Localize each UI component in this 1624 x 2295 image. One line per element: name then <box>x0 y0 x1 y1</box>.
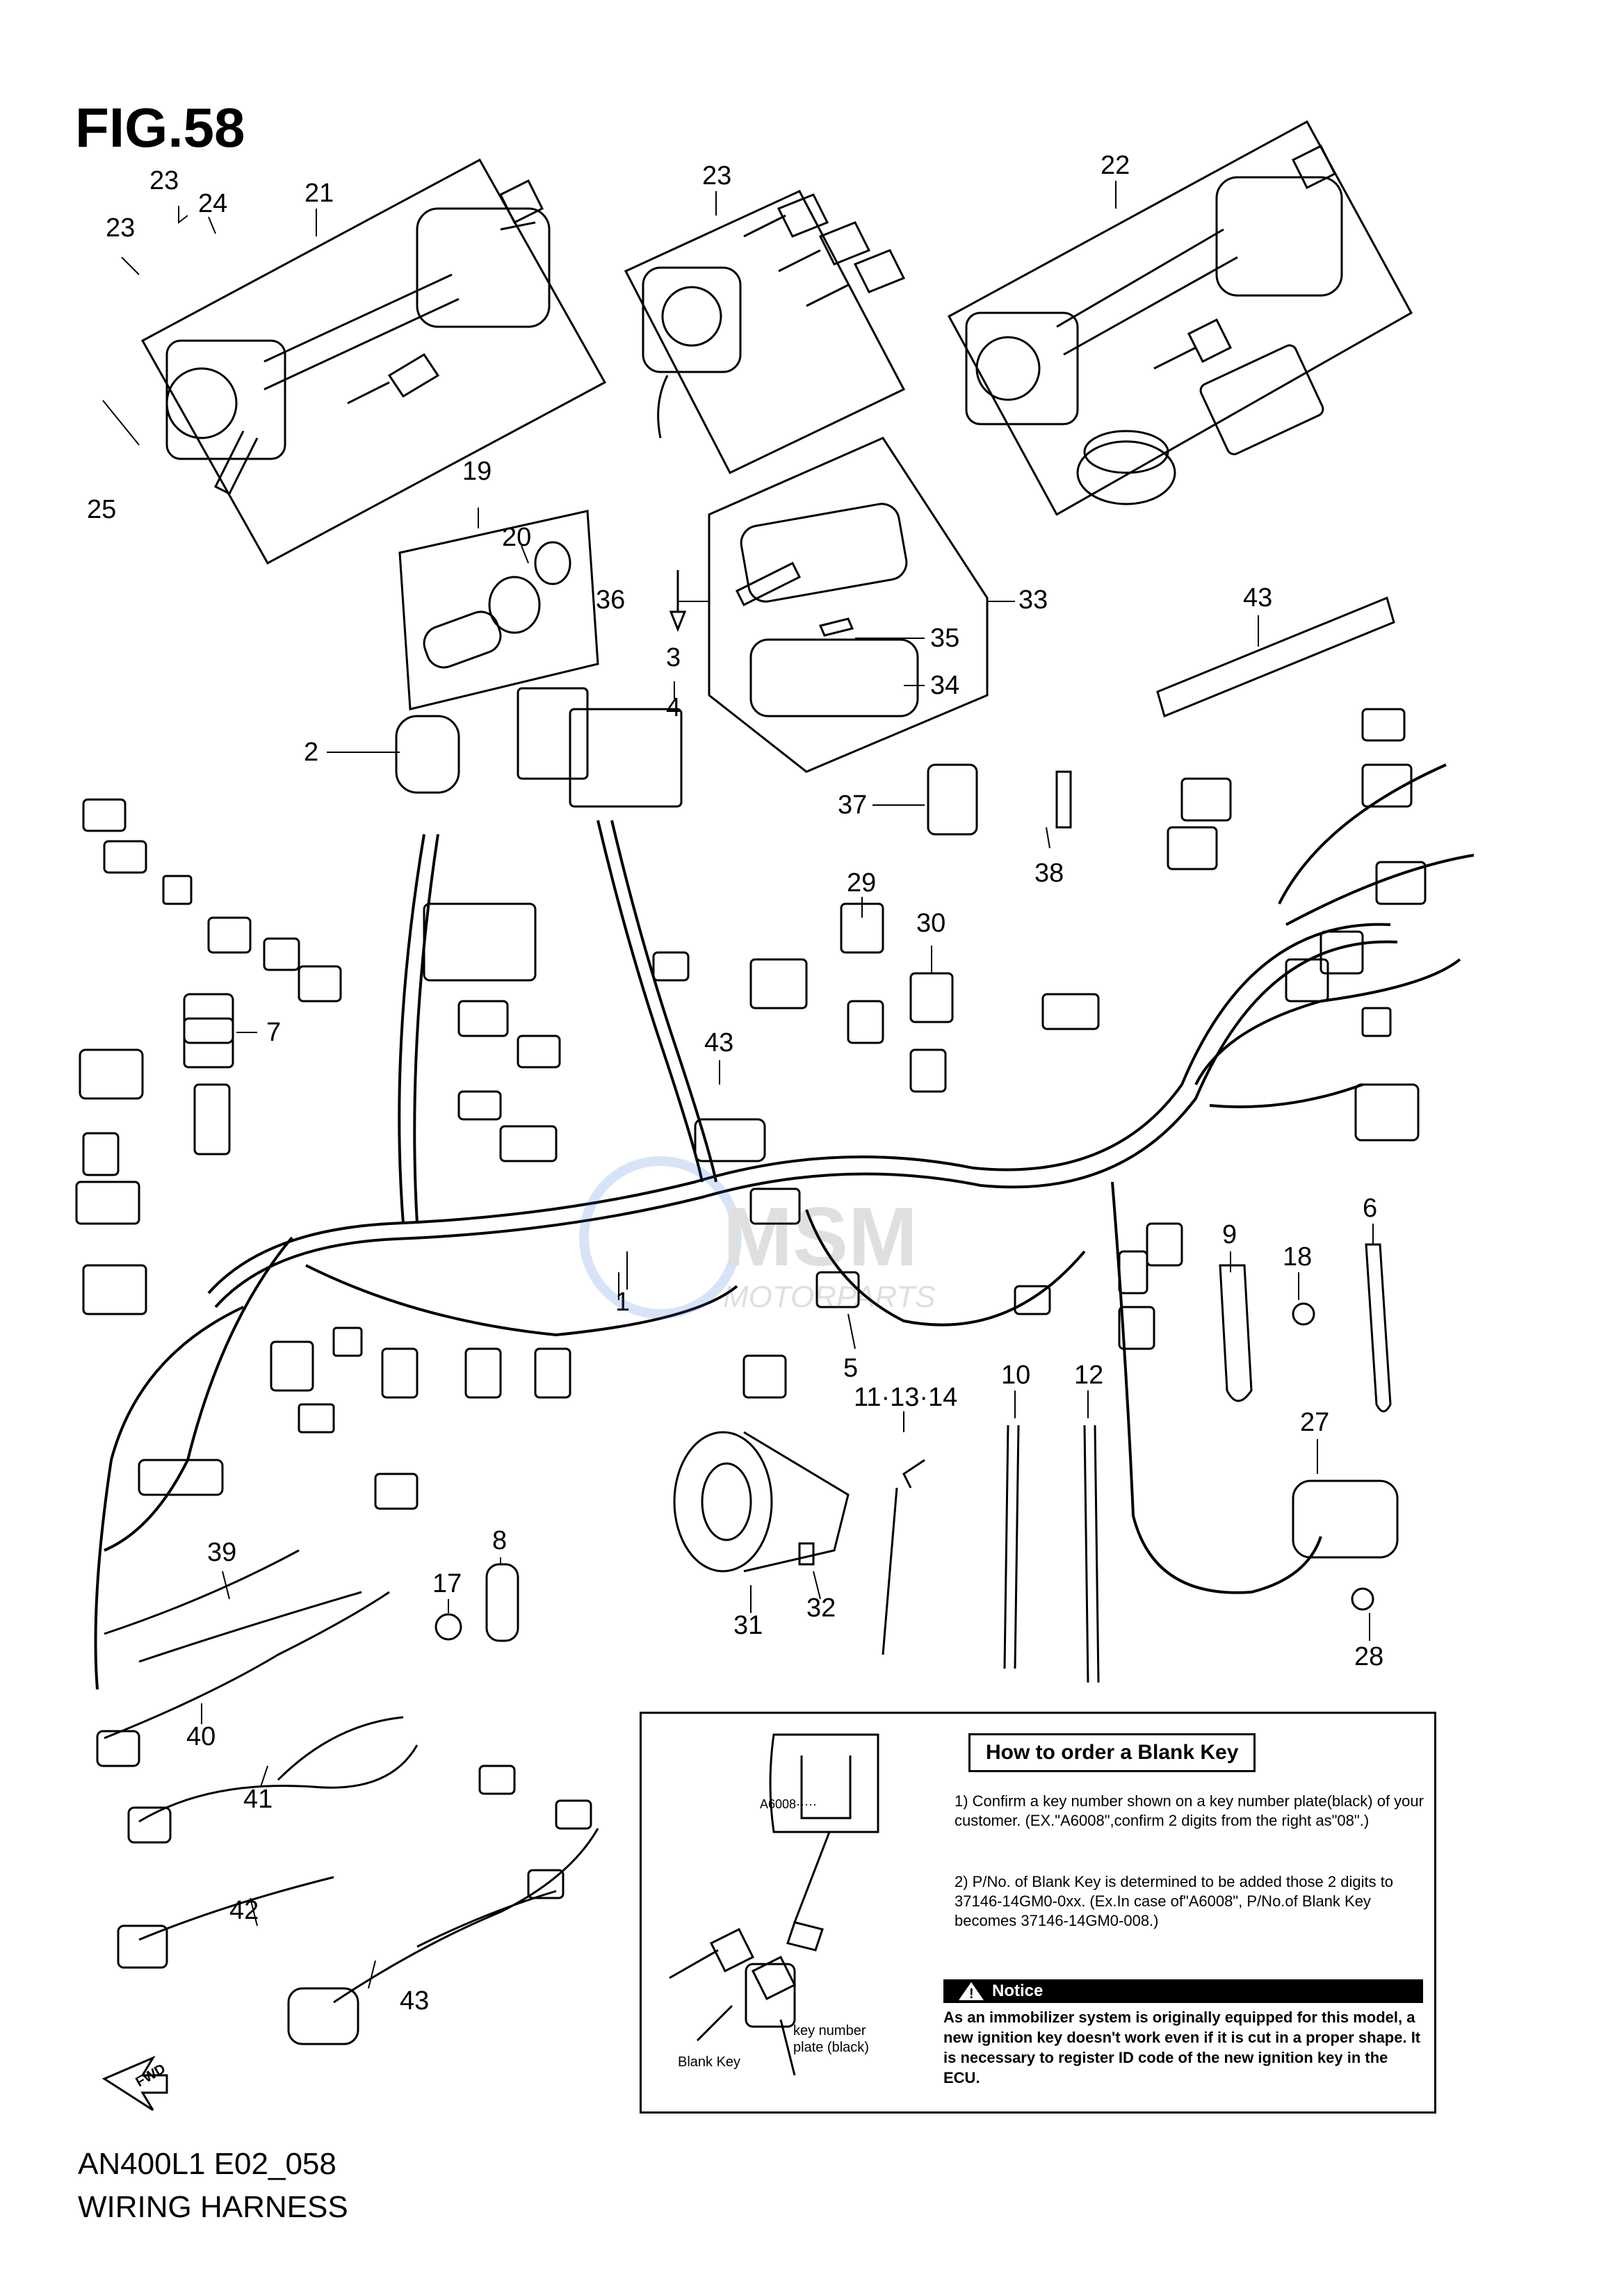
box-17 <box>398 510 599 711</box>
callout-38: 40 <box>186 1722 216 1751</box>
callout-22a: 23 <box>149 166 179 195</box>
part-25-switch <box>1292 1479 1399 1559</box>
model-code: AN400L1 E02_058 <box>78 2147 336 2181</box>
box-21 <box>624 190 906 474</box>
callout-36: 38 <box>1034 859 1064 888</box>
part-39-harness <box>138 1716 419 1823</box>
part-12-tie <box>1083 1425 1100 1683</box>
box-31 <box>708 437 989 773</box>
callout-labels: 23 24 23 21 25 23 22 19 20 36 33 35 34 3… <box>87 151 1383 2016</box>
callout-33: 35 <box>930 624 959 653</box>
callout-12: 12 <box>1074 1361 1103 1390</box>
notice-header: ! Notice <box>943 1979 1423 2003</box>
callout-42: 43 <box>704 1028 733 1057</box>
callout-28: 30 <box>916 909 945 938</box>
part-38-harness <box>104 1591 390 1740</box>
part-7-relay <box>183 1017 234 1069</box>
notice-text: As an immobilizer system is originally e… <box>943 2009 1421 2086</box>
callout-7: 7 <box>266 1018 281 1047</box>
callout-21: 23 <box>702 161 731 190</box>
callout-15: 17 <box>432 1569 462 1598</box>
fwd-arrow <box>102 2055 168 2111</box>
figure-title: FIG.58 <box>75 97 245 159</box>
callout-29: 31 <box>733 1611 763 1640</box>
callout-31: 33 <box>1018 585 1048 615</box>
callout-20: 22 <box>1101 151 1130 180</box>
callout-5: 5 <box>843 1354 858 1383</box>
part-35-switch <box>927 763 978 836</box>
part-37-harness <box>104 1549 362 1663</box>
callout-19: 21 <box>304 179 334 208</box>
part-10-tie <box>1003 1425 1020 1669</box>
watermark: MSM MOTORPARTS <box>577 1140 966 1363</box>
callout-2: 2 <box>304 738 318 767</box>
callout-41: 43 <box>400 1986 429 2016</box>
part-20-lockset <box>965 144 1343 505</box>
callout-27: 29 <box>847 868 876 898</box>
part-29-horn <box>673 1431 850 1573</box>
callout-17: 19 <box>462 457 492 486</box>
warning-icon: ! <box>959 1982 984 2002</box>
callout-30: 32 <box>806 1593 836 1623</box>
callout-6: 6 <box>1363 1194 1377 1223</box>
callout-22b: 23 <box>106 213 135 243</box>
step-2-text: 2) P/No. of Blank Key is determined to b… <box>955 1873 1394 1929</box>
connectors <box>75 687 1427 1510</box>
callout-18: 20 <box>502 523 531 552</box>
callout-1: 1 <box>615 1288 630 1317</box>
part-43-strip <box>1156 596 1395 718</box>
part-26-bolt <box>1351 1587 1374 1611</box>
box-19 <box>140 158 607 565</box>
watermark-text: MOTORPARTS <box>723 1280 936 1314</box>
callout-10: 10 <box>1001 1361 1030 1390</box>
info-box-title: How to order a Blank Key <box>968 1733 1256 1772</box>
callout-32: 34 <box>930 671 959 700</box>
callout-24: 25 <box>87 495 116 524</box>
section-name: WIRING HARNESS <box>78 2190 348 2224</box>
svg-text:!: ! <box>969 1986 974 2002</box>
part-34-screw <box>669 570 687 633</box>
callout-9: 9 <box>1222 1220 1237 1249</box>
part-31-fuse-box <box>735 503 919 717</box>
callout-16: 18 <box>1283 1242 1312 1272</box>
part-8-plate <box>485 1563 519 1642</box>
callout-40: 42 <box>229 1896 259 1925</box>
callout-26: 28 <box>1354 1642 1383 1671</box>
part-11-clamp <box>882 1459 925 1655</box>
part-30-bolt <box>798 1542 815 1566</box>
step-1-text: 1) Confirm a key number shown on a key n… <box>955 1792 1424 1829</box>
callout-23: 24 <box>198 189 227 218</box>
part-9-bracket <box>1219 1264 1253 1402</box>
notice-label: Notice <box>992 1981 1044 2000</box>
callout-43: 43 <box>1243 583 1272 613</box>
part-17-socket <box>423 541 571 669</box>
callout-25: 27 <box>1300 1408 1329 1437</box>
callout-34: 36 <box>596 585 625 615</box>
part-36-bolt <box>1055 770 1072 829</box>
part-41-harness <box>333 1828 599 2004</box>
callout-3: 3 <box>666 643 681 672</box>
callout-37: 39 <box>207 1538 236 1567</box>
callout-35: 37 <box>838 790 867 820</box>
key-plate-label: key number plate (black) <box>793 2023 869 2055</box>
blank-key-info-box: A6008····· Blank Key key number plate (b… <box>640 1712 1436 2114</box>
callout-4: 4 <box>666 693 681 722</box>
box-20 <box>947 120 1413 517</box>
leader-lines <box>102 181 1374 1989</box>
main-harness <box>94 763 1475 1690</box>
plate-code: A6008····· <box>760 1797 818 1811</box>
callout-39: 41 <box>243 1785 273 1814</box>
part-21-lockset <box>642 193 906 439</box>
part-6-bracket <box>1365 1243 1392 1413</box>
callout-11-13-14: 11·13·14 <box>854 1383 957 1412</box>
key-illustration <box>669 1733 879 2076</box>
svg-text:MSM: MSM <box>723 1190 918 1283</box>
part-16-screw <box>1292 1302 1315 1326</box>
blank-key-label: Blank Key <box>678 2054 741 2070</box>
callout-8: 8 <box>492 1526 507 1555</box>
part-15-screw <box>435 1613 462 1641</box>
part-40-harness <box>138 1876 334 1941</box>
part-19-lockset <box>165 179 551 496</box>
